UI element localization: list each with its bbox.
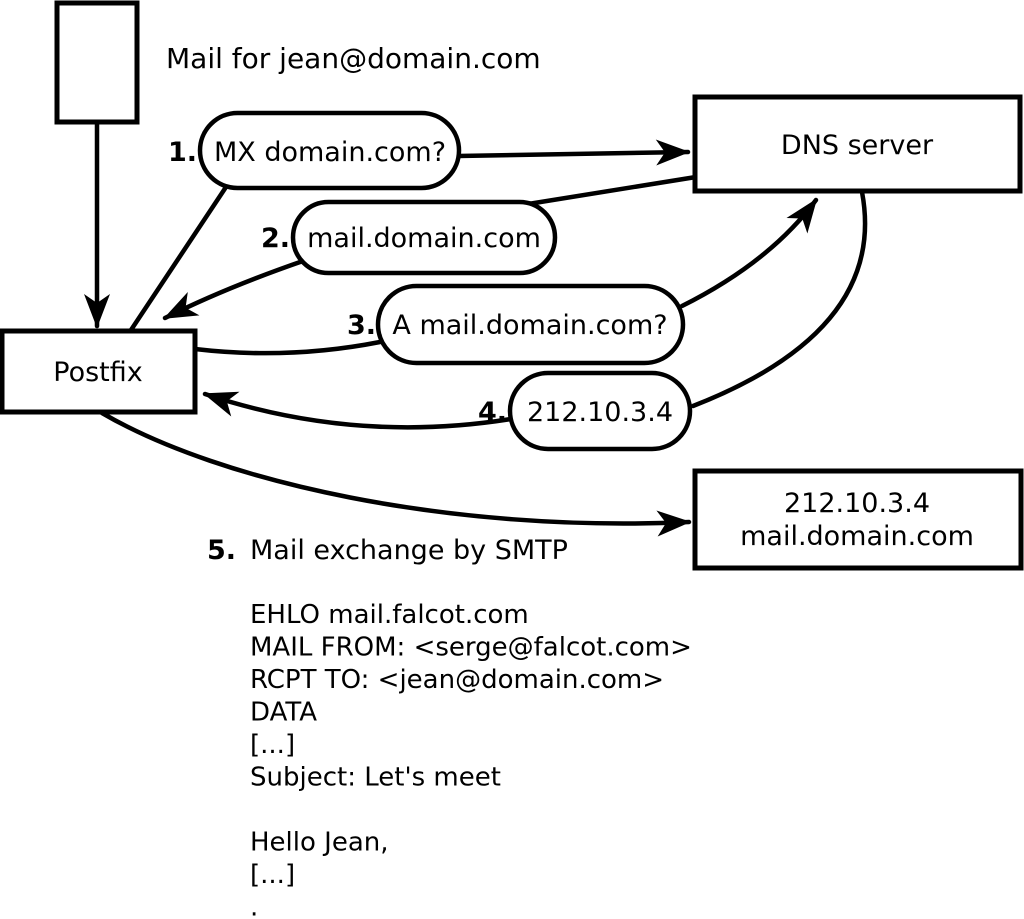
smtp-line-hello: Hello Jean,: [250, 828, 389, 858]
edge-postfix-to-query3: [192, 339, 383, 356]
edge-dns-to-reply4: [690, 189, 868, 409]
dns-server-node-label: DNS server: [781, 130, 934, 161]
postfix-node-label: Postfix: [53, 357, 142, 388]
arrow-reply4-to-postfix: [202, 391, 514, 430]
mail-server-ip-label: 212.10.3.4: [784, 488, 930, 519]
query-pill-mx-label: MX domain.com?: [214, 137, 446, 168]
step-2-number: 2.: [261, 223, 290, 254]
edge-postfix-to-query1: [128, 181, 231, 333]
mail-note-label: Mail for jean@domain.com: [166, 42, 541, 75]
smtp-line-ellipsis-2: [...]: [250, 860, 295, 890]
arrow-query1-to-dns: [455, 139, 691, 166]
step-5-number: 5.: [207, 535, 236, 566]
step-3-number: 3.: [347, 310, 376, 341]
reply-pill-ip-label: 212.10.3.4: [527, 397, 673, 428]
reply-pill-mx-label: mail.domain.com: [307, 223, 541, 254]
dns-server-node: [692, 94, 1023, 194]
query-pill-a-label: A mail.domain.com?: [392, 310, 667, 341]
mail-server-node: [692, 468, 1024, 571]
query-pill-a: [375, 283, 686, 366]
reply-pill-ip: [507, 370, 693, 452]
smtp-line-ehlo: EHLO mail.falcot.com: [250, 600, 529, 630]
arrow-smtp-to-mailserver: [99, 410, 692, 537]
smtp-line-mail-from: MAIL FROM: <serge@falcot.com>: [250, 633, 692, 663]
arrow-query3-to-dns: [679, 197, 819, 309]
edge-dns-to-reply2: [519, 174, 699, 208]
smtp-line-data: DATA: [250, 698, 317, 728]
smtp-session-transcript: EHLO mail.falcot.com MAIL FROM: <serge@f…: [250, 600, 692, 919]
arrow-reply2-to-postfix: [162, 258, 306, 321]
query-pill-mx: [197, 110, 462, 191]
mail-message-icon: [54, 0, 140, 125]
step-5-label: Mail exchange by SMTP: [250, 535, 568, 566]
smtp-line-rcpt-to: RCPT TO: <jean@domain.com>: [250, 665, 664, 695]
smtp-line-end-dot: .: [250, 893, 258, 919]
step-1-number: 1.: [168, 137, 197, 168]
reply-pill-mx: [290, 199, 558, 276]
smtp-line-subject: Subject: Let's meet: [250, 763, 501, 793]
smtp-line-ellipsis-1: [...]: [250, 730, 295, 760]
mail-server-hostname-label: mail.domain.com: [740, 521, 974, 552]
postfix-node: [0, 328, 198, 415]
step-4-number: 4.: [478, 397, 507, 428]
